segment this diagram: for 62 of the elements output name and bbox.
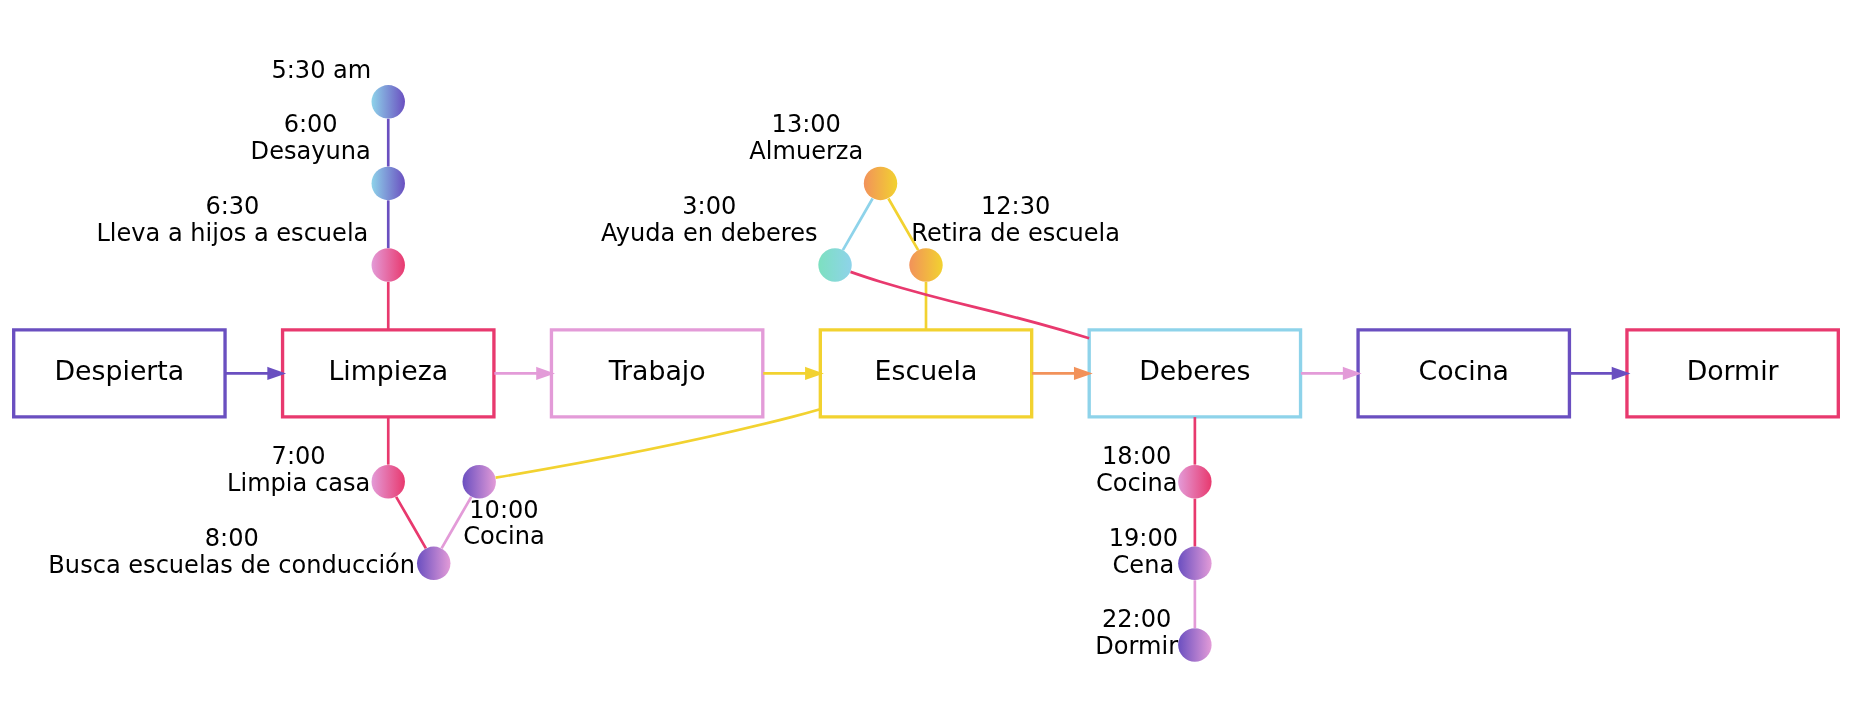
connector — [395, 496, 428, 550]
node-label: Cocina — [1095, 468, 1178, 497]
node-label: 5:30 am — [271, 55, 372, 84]
node-label: 12:30 — [980, 192, 1051, 221]
node-label: 13:00 — [771, 110, 841, 139]
arrow — [1569, 366, 1631, 380]
node-label: Limpia casa — [227, 468, 371, 497]
node-box: Trabajo — [549, 328, 765, 419]
node-label: Desayuna — [250, 137, 371, 166]
node-box: Cocina — [1356, 328, 1572, 419]
connector — [386, 281, 390, 330]
arrow — [1300, 366, 1362, 380]
connector — [924, 281, 928, 330]
node-circle — [818, 248, 852, 282]
connector — [841, 197, 874, 251]
node-label: 7:00 — [271, 442, 326, 471]
node-circle — [371, 465, 405, 499]
node-circle — [371, 85, 405, 119]
node-label: 18:00 — [1102, 442, 1172, 471]
connector — [386, 118, 390, 167]
node-label: Lleva a hijos a escuela — [96, 218, 369, 247]
connector — [850, 270, 1090, 340]
connector — [495, 407, 821, 479]
node-label: 10:00 — [469, 495, 539, 524]
connector — [386, 200, 390, 249]
node-label: 3:00 — [682, 192, 737, 221]
arrow — [763, 366, 824, 380]
arrow — [225, 366, 287, 380]
arrow — [494, 366, 555, 380]
node-circle — [371, 166, 405, 201]
node-box: Deberes — [1087, 328, 1303, 419]
node-label: 8:00 — [204, 523, 259, 552]
node-label: Dormir — [1095, 632, 1179, 661]
node-box: Limpieza — [280, 328, 496, 419]
connector — [1193, 417, 1197, 465]
node-box: Dormir — [1625, 328, 1840, 419]
node-label: Busca escuelas de conducción — [48, 550, 416, 579]
node-box: Escuela — [818, 328, 1034, 419]
node-label: Cena — [1112, 550, 1175, 579]
connector — [1193, 580, 1197, 629]
node-label: Almuerza — [749, 137, 864, 166]
node-label: 6:00 — [283, 110, 338, 139]
node-box: Despierta — [12, 328, 227, 419]
connector — [887, 197, 920, 251]
node-circle — [1178, 628, 1212, 662]
node-circle — [863, 166, 898, 201]
node-circle — [462, 465, 496, 499]
connector — [386, 417, 390, 465]
node-label: 19:00 — [1108, 523, 1179, 552]
node-label: 6:30 — [205, 192, 260, 221]
arrow — [1032, 366, 1093, 380]
node-circle — [1178, 546, 1212, 581]
node-label: 22:00 — [1102, 605, 1172, 634]
node-label: Retira de escuela — [911, 218, 1120, 247]
node-label: Ayuda en deberes — [601, 218, 818, 247]
node-circle — [371, 248, 405, 282]
connector — [1193, 498, 1197, 547]
node-circle — [909, 248, 943, 282]
node-circle — [417, 546, 451, 581]
connector — [440, 496, 473, 550]
node-circle — [1178, 465, 1212, 499]
node-label: Cocina — [463, 522, 545, 551]
